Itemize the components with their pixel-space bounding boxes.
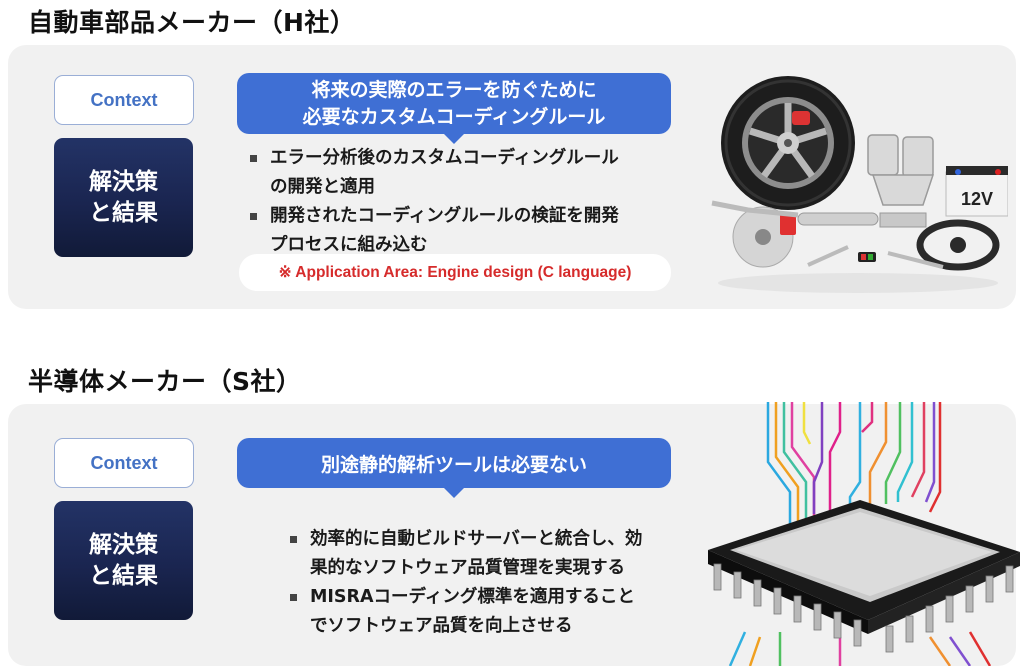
solution-result-box: 解決策 と結果 — [54, 501, 193, 620]
bullet-item: 開発されたコーディングルールの検証を開発 プロセスに組み込む — [246, 202, 619, 260]
result-bullet-list: エラー分析後のカスタムコーディングルール の開発と適用 開発されたコーディングル… — [246, 144, 619, 260]
bullet-square-icon — [290, 536, 297, 543]
solution-label-line1: 解決策 — [89, 531, 158, 558]
bullet-square-icon — [250, 155, 257, 162]
solution-label-line1: 解決策 — [89, 168, 158, 195]
context-tag: Context — [54, 75, 194, 125]
auto-parts-illustration-icon: 12V — [711, 76, 1008, 293]
result-bullet-list: 効率的に自動ビルドサーバーと統合し、効 果的なソフトウェア品質管理を実現する M… — [286, 525, 642, 641]
bullet-item: 効率的に自動ビルドサーバーと統合し、効 果的なソフトウェア品質管理を実現する — [286, 525, 642, 583]
solution-label-line2: と結果 — [89, 562, 158, 589]
context-callout: 別途静的解析ツールは必要ない — [237, 438, 671, 498]
bullet-square-icon — [290, 594, 297, 601]
section-title-h: 自動車部品メーカー（H社） — [28, 8, 356, 37]
solution-result-box: 解決策 と結果 — [54, 138, 193, 257]
context-callout: 将来の実際のエラーを防ぐために 必要なカスタムコーディングルール — [237, 73, 671, 144]
bullet-square-icon — [250, 213, 257, 220]
bullet-item: MISRAコーディング標準を適用すること でソフトウェア品質を向上させる — [286, 583, 642, 641]
semiconductor-chip-illustration-icon — [708, 402, 1020, 666]
context-tag: Context — [54, 438, 194, 488]
application-area-note: ※ Application Area: Engine design (C lan… — [239, 254, 671, 291]
case-panel-h: Context 解決策 と結果 将来の実際のエラーを防ぐために 必要なカスタムコ… — [8, 45, 1016, 309]
svg-text:12V: 12V — [961, 189, 993, 209]
callout-line2: 必要なカスタムコーディングルール — [302, 105, 606, 128]
solution-label-line2: と結果 — [89, 199, 158, 226]
callout-line1: 将来の実際のエラーを防ぐために — [311, 78, 597, 101]
bullet-item: エラー分析後のカスタムコーディングルール の開発と適用 — [246, 144, 619, 202]
section-title-s: 半導体メーカー（S社） — [28, 367, 302, 396]
